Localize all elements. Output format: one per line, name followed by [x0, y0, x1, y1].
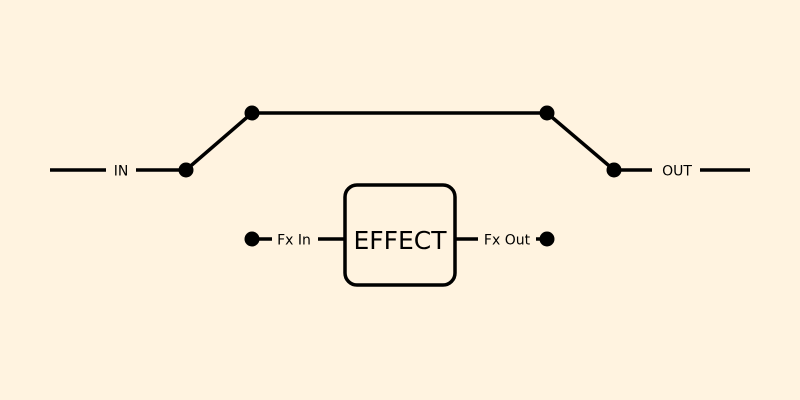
- input-switch-node: [178, 162, 194, 178]
- output-label: OUT: [662, 164, 692, 180]
- fx-out-node: [539, 231, 555, 247]
- output-switch-node: [606, 162, 622, 178]
- effect-box: [343, 183, 457, 287]
- fx-out-label: Fx Out: [484, 233, 531, 249]
- bypass-wire-fall: [545, 111, 616, 172]
- input-label: IN: [114, 164, 129, 180]
- bypass-right-node: [539, 105, 555, 121]
- fx-in-label: Fx In: [277, 233, 311, 249]
- effect-label: EFFECT: [353, 226, 447, 255]
- bypass-wire-rise: [184, 111, 254, 172]
- bypass-left-node: [244, 105, 260, 121]
